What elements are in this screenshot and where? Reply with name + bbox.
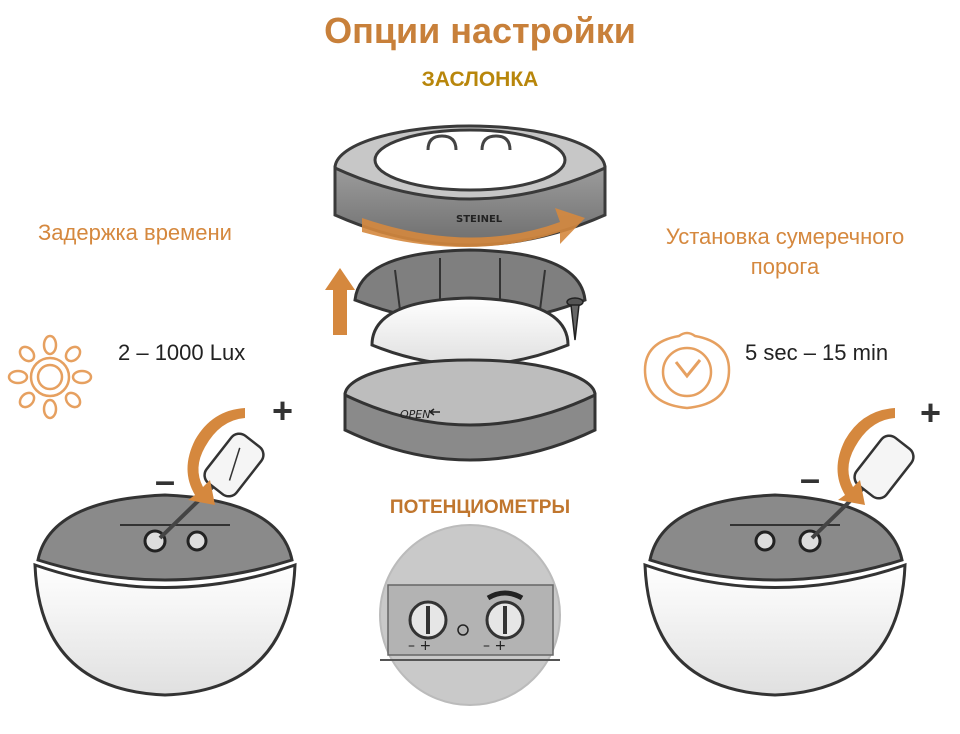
minus-sign-left: – bbox=[155, 460, 176, 501]
screw-icon bbox=[566, 297, 584, 341]
minus-sign-right: – bbox=[800, 458, 821, 499]
potentiometers-label: ПОТЕНЦИОМЕТРЫ bbox=[389, 497, 571, 518]
rotate-arrow-icon bbox=[187, 408, 245, 505]
lux-range-value: 2 – 1000 Lux bbox=[118, 340, 246, 365]
right-device bbox=[643, 493, 907, 697]
time-delay-label: Задержка времени bbox=[38, 220, 232, 245]
plus-sign-right: + bbox=[920, 392, 942, 433]
sun-icon bbox=[7, 334, 93, 420]
page-title: Опции настройки bbox=[324, 10, 636, 51]
potentiometer-closeup: – + – + bbox=[379, 524, 561, 706]
twilight-threshold-label: Установка сумеречного порога bbox=[620, 222, 950, 282]
plus-sign-left: + bbox=[272, 390, 294, 431]
screwdriver-icon bbox=[810, 434, 915, 540]
screwdriver-icon bbox=[158, 432, 265, 540]
brand-text: STEINEL bbox=[456, 214, 503, 225]
clock-icon bbox=[643, 331, 731, 410]
left-device bbox=[33, 493, 297, 697]
rotate-arrow-icon bbox=[837, 408, 895, 505]
open-text: OPEN bbox=[400, 408, 430, 421]
rotate-arrow-icon bbox=[362, 208, 585, 247]
base-housing: OPEN bbox=[343, 358, 597, 462]
shutter-ring: STEINEL bbox=[333, 124, 607, 247]
shutter-label: ЗАСЛОНКА bbox=[421, 68, 539, 91]
time-range-value: 5 sec – 15 min bbox=[745, 340, 889, 365]
up-arrow-icon bbox=[325, 268, 355, 335]
twilight-label-line2: порога bbox=[750, 254, 820, 279]
svg-text:– +: – + bbox=[483, 638, 506, 654]
white-dome bbox=[370, 296, 570, 367]
svg-text:– +: – + bbox=[408, 638, 431, 654]
twilight-label-line1: Установка сумеречного bbox=[665, 224, 905, 249]
